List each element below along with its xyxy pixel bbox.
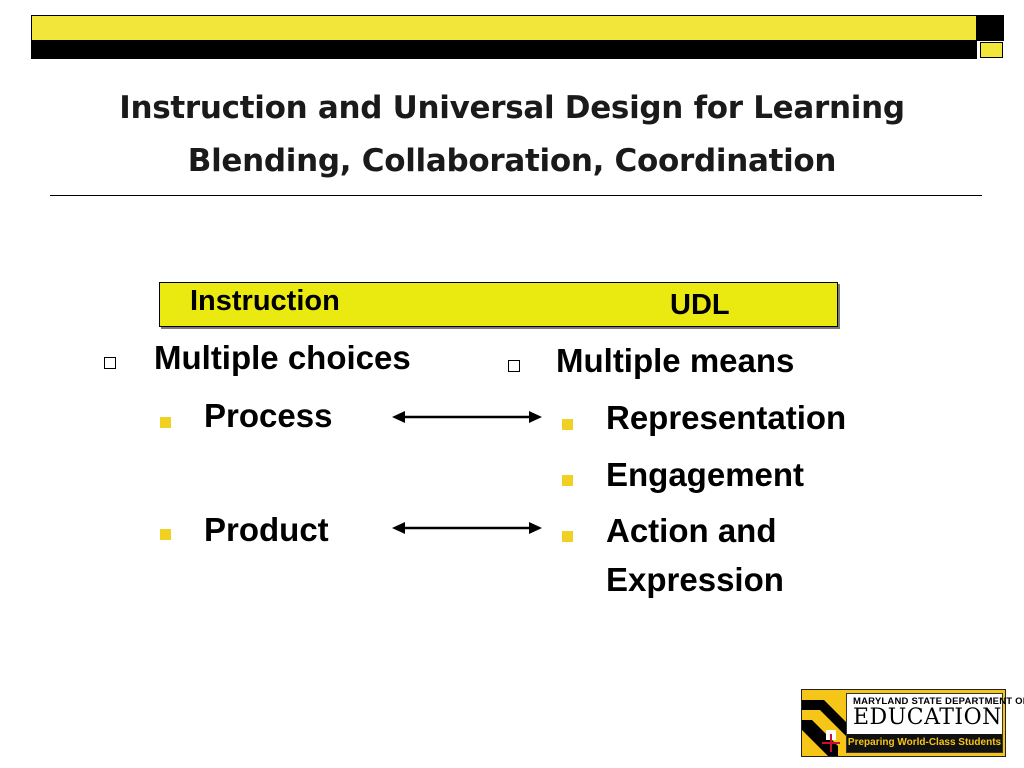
left-item-process: Process [204, 397, 333, 434]
header-udl: UDL [670, 289, 730, 321]
right-item-action: Action and [606, 512, 777, 549]
left-heading: Multiple choices [154, 339, 411, 376]
yellow-square-bullet-icon [160, 417, 171, 428]
right-item-engagement: Engagement [606, 456, 805, 493]
maryland-flag-icon [802, 690, 848, 756]
logo-line-2: EDUCATION [853, 705, 1002, 730]
slide-title: Instruction and Universal Design for Lea… [40, 82, 984, 188]
left-item-product: Product [204, 511, 329, 548]
corner-black-block [977, 15, 1004, 41]
logo-line-1: MARYLAND STATE DEPARTMENT OF [853, 696, 1024, 707]
logo-panel: MARYLAND STATE DEPARTMENT OF EDUCATION P… [846, 693, 1024, 753]
header-instruction: Instruction [190, 285, 340, 317]
logo-line-3: Preparing World-Class Students [847, 734, 1002, 752]
right-heading: Multiple means [556, 342, 795, 379]
banner-yellow-stripe [32, 16, 976, 40]
hollow-square-bullet-icon [104, 357, 116, 369]
double-arrow-icon [392, 522, 542, 534]
title-divider [50, 195, 982, 196]
yellow-square-bullet-icon [562, 531, 573, 542]
double-arrow-icon [392, 411, 542, 423]
hollow-square-bullet-icon [508, 360, 520, 372]
msde-logo: MARYLAND STATE DEPARTMENT OF EDUCATION P… [801, 689, 1024, 757]
right-item-representation: Representation [606, 399, 847, 436]
yellow-square-bullet-icon [562, 475, 573, 486]
corner-yellow-block [980, 42, 1003, 58]
column-header-box: Instruction UDL [159, 282, 838, 327]
yellow-square-bullet-icon [160, 529, 171, 540]
banner-black-stripe [32, 40, 976, 59]
top-banner [31, 15, 977, 59]
right-item-expression: Expression [606, 561, 784, 598]
title-line-1: Instruction and Universal Design for Lea… [119, 90, 905, 126]
title-line-2: Blending, Collaboration, Coordination [187, 143, 837, 179]
yellow-square-bullet-icon [562, 419, 573, 430]
